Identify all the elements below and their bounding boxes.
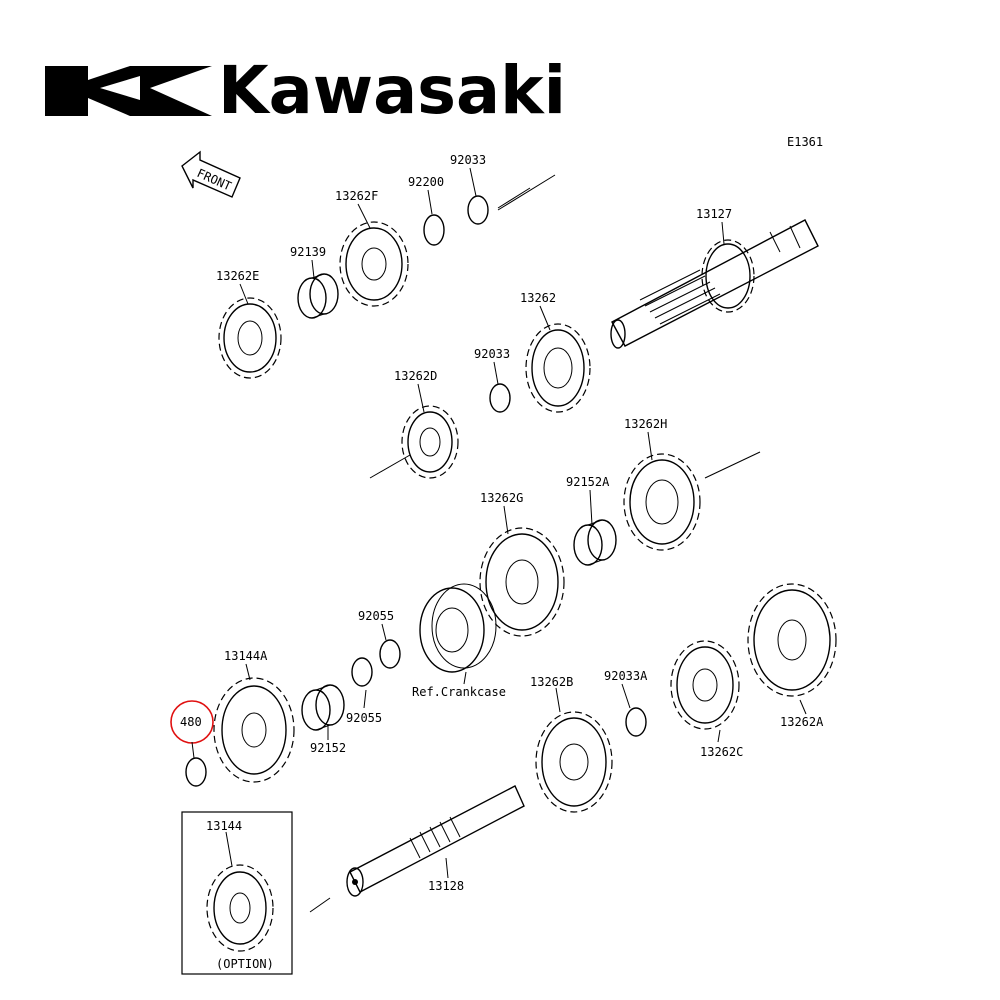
part-label-13262C: 13262C: [700, 745, 743, 759]
diagram-code: E1361: [787, 135, 823, 149]
gear-13262H: [623, 451, 761, 551]
part-label-13262B: 13262B: [530, 675, 573, 689]
front-arrow-icon: FRONT: [181, 150, 241, 198]
part-label-13262H: 13262H: [624, 417, 667, 431]
gear-13262E: [218, 297, 282, 379]
leader-lines: [191, 167, 807, 879]
part-label-92139: 92139: [290, 245, 326, 259]
part-label-92033-mid: 92033: [474, 347, 510, 361]
part-label-13262D: 13262D: [394, 369, 437, 383]
collar-92152A: [573, 519, 617, 566]
option-label: (OPTION): [216, 957, 274, 971]
part-label-13262A: 13262A: [780, 715, 824, 729]
kawasaki-logo: Kawasaki: [45, 52, 566, 129]
part-labels: 92033 92200 13262F 13127 92139 13262E 13…: [180, 153, 824, 893]
gear-13262G: [479, 527, 565, 637]
collar-92152: [301, 684, 345, 731]
part-label-92200: 92200: [408, 175, 444, 189]
needle-bearing-92139: [297, 273, 339, 319]
circlip-92033A: [625, 707, 647, 737]
option-box: (OPTION): [181, 811, 293, 975]
part-label-13262: 13262: [520, 291, 556, 305]
gear-13262C: [670, 640, 740, 730]
kawasaki-wordmark: Kawasaki: [218, 52, 566, 129]
part-label-92152A: 92152A: [566, 475, 610, 489]
gear-13262B: [535, 711, 613, 813]
ball-bearing-crankcase: [419, 583, 497, 673]
sprocket-13144: [206, 864, 274, 952]
part-label-92152: 92152: [310, 741, 346, 755]
gear-13262: [525, 323, 591, 413]
part-label-92033A: 92033A: [604, 669, 648, 683]
washer-92200: [423, 214, 445, 246]
part-label-92033-top: 92033: [450, 153, 486, 167]
sprocket-13144A: [213, 677, 295, 783]
part-label-13144A: 13144A: [224, 649, 268, 663]
part-label-480: 480: [180, 715, 202, 729]
part-label-13127: 13127: [696, 207, 732, 221]
part-label-13128: 13128: [428, 879, 464, 893]
circlip-92033-top: [467, 195, 489, 225]
gear-13262D: [369, 405, 459, 479]
part-label-92055-b: 92055: [346, 711, 382, 725]
shaft-13128: [309, 785, 525, 913]
part-label-13262F: 13262F: [335, 189, 378, 203]
shaft-13127: [610, 219, 819, 349]
circlip-92033-mid: [489, 383, 511, 413]
part-label-13262G: 13262G: [480, 491, 523, 505]
gear-13262F: [339, 221, 409, 307]
part-label-92055-a: 92055: [358, 609, 394, 623]
part-label-13262E: 13262E: [216, 269, 259, 283]
gear-13262A: [747, 583, 837, 697]
circlip-480: [185, 757, 207, 787]
o-ring-92055-b: [351, 657, 373, 687]
reference-crankcase-label: Ref.Crankcase: [412, 685, 506, 699]
o-ring-92055-a: [379, 639, 401, 669]
kawasaki-k-mark: [45, 66, 212, 116]
part-label-13144: 13144: [206, 819, 242, 833]
